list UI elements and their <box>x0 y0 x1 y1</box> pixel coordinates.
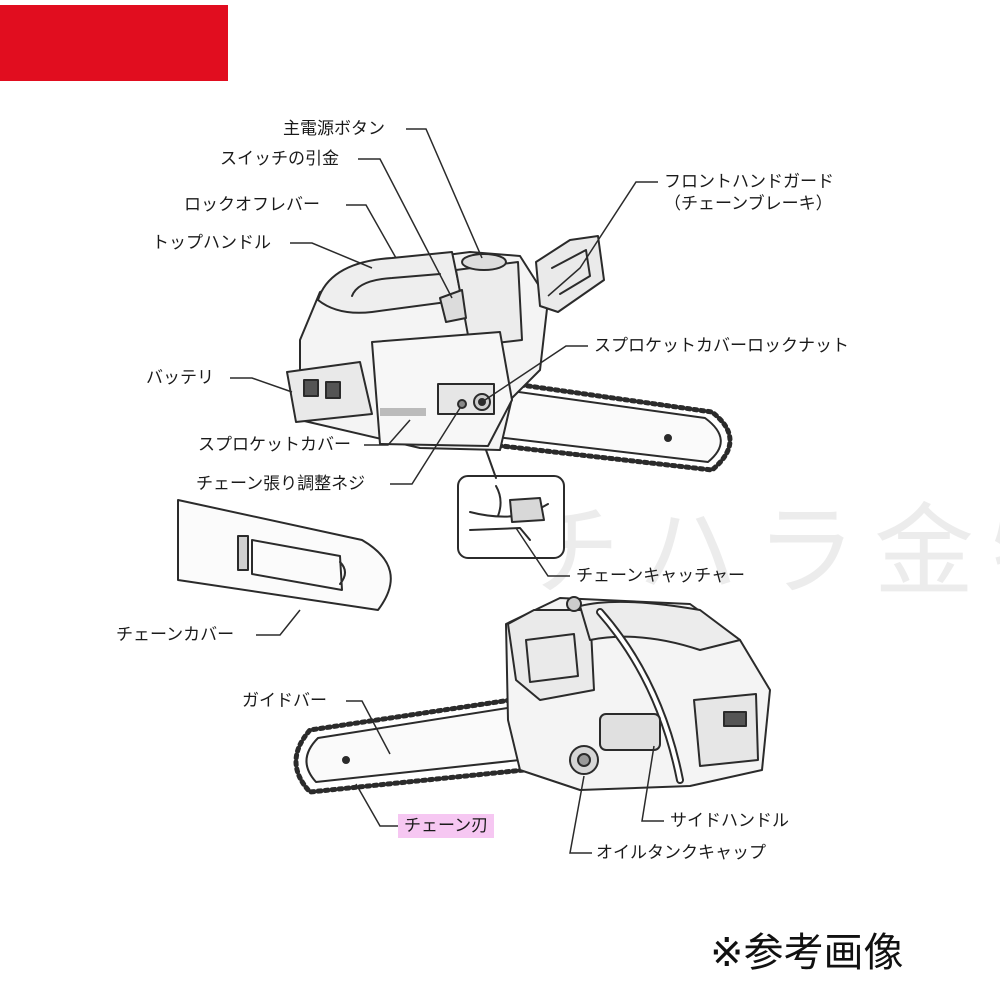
label-top-handle: トップハンドル <box>152 233 271 253</box>
upper-chainsaw-drawing <box>286 235 733 473</box>
logo-background <box>0 5 228 81</box>
label-front-hand-guard: フロントハンドガード <box>664 172 834 192</box>
chain-cover-drawing <box>177 499 392 611</box>
label-side-handle: サイドハンドル <box>670 811 789 831</box>
label-chain-blade: チェーン刃 <box>398 814 495 838</box>
top-handle <box>317 251 463 314</box>
label-sprocket-cover: スプロケットカバー <box>198 435 351 455</box>
label-guide-bar: ガイドバー <box>242 691 327 711</box>
lower-guide-bar <box>305 705 521 783</box>
label-switch-trigger: スイッチの引金 <box>220 149 339 169</box>
label-oil-tank-cap: オイルタンクキャップ <box>596 843 766 863</box>
label-battery: バッテリ <box>146 368 214 388</box>
label-chain-catcher: チェーンキャッチャー <box>576 566 745 586</box>
chain-tension-screw <box>457 399 467 409</box>
upper-chain <box>481 377 733 473</box>
lower-chain <box>293 695 527 795</box>
label-sprocket-cover-lock-nut: スプロケットカバーロックナット <box>594 336 849 356</box>
chain-catcher-inset <box>457 449 565 559</box>
label-lock-off-lever: ロックオフレバー <box>184 195 320 215</box>
label-chain-cover: チェーンカバー <box>116 625 235 645</box>
label-front-hand-guard-sub: （チェーンブレーキ） <box>664 194 833 214</box>
leader-lines <box>230 128 664 854</box>
label-chain-tension-screw: チェーン張り調整ネジ <box>196 474 366 494</box>
lower-chainsaw-drawing <box>293 596 771 795</box>
upper-guide-bar <box>487 387 722 463</box>
label-main-power-button: 主電源ボタン <box>283 119 385 139</box>
reference-image-note: ※参考画像 <box>710 930 904 976</box>
